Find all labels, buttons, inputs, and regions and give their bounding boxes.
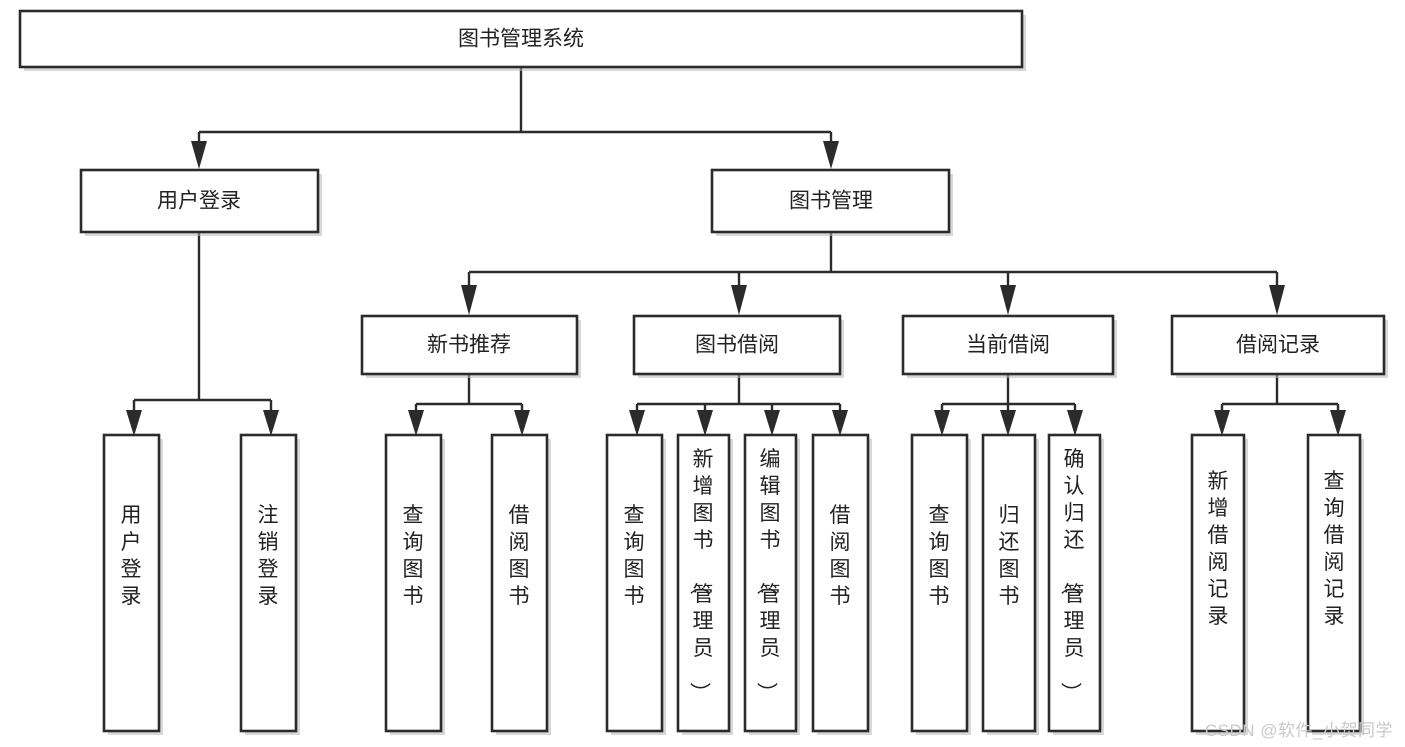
leaf-bb-add-label: 新增图书（管理员） <box>688 448 714 703</box>
leaf-bb-edit-label: 编辑图书（管理员） <box>755 448 781 703</box>
arrow-book-manage <box>823 141 839 169</box>
leaf-br-add[interactable]: 新增借阅记录 <box>1190 433 1248 735</box>
arrow-leaf-user-login <box>126 410 142 436</box>
leaf-br-query[interactable]: 查询借阅记录 <box>1306 433 1364 735</box>
arrow-new-book <box>461 285 477 315</box>
leaf-cb-confirm-label: 确认归还（管理员） <box>1059 448 1085 703</box>
leaf-user-login-label: 用户登录 <box>121 504 142 608</box>
leaf-br-query-label: 查询借阅记录 <box>1324 470 1345 628</box>
leaf-cb-query-label: 查询图书 <box>929 504 950 608</box>
connectors-root-to-level2 <box>191 67 839 169</box>
node-new-book-recommend-label: 新书推荐 <box>427 334 511 357</box>
connectors-current-borrow-to-leaves <box>934 374 1083 436</box>
leaf-bb-add[interactable]: 新增图书（管理员） <box>676 433 733 735</box>
arrow-bb-add <box>697 410 713 436</box>
arrow-newbook-borrow <box>514 410 530 436</box>
arrow-newbook-query <box>408 410 424 436</box>
arrow-cb-confirm <box>1067 410 1083 436</box>
leaf-bb-query[interactable]: 查询图书 <box>605 433 666 735</box>
arrow-cb-return <box>1000 410 1016 436</box>
arrow-borrow-records <box>1269 285 1285 315</box>
leaf-cb-query[interactable]: 查询图书 <box>910 433 971 735</box>
leaf-newbook-borrow-label: 借阅图书 <box>509 504 530 608</box>
leaf-newbook-query-label: 查询图书 <box>403 504 424 608</box>
leaf-newbook-query[interactable]: 查询图书 <box>384 433 445 735</box>
node-book-borrow[interactable]: 图书借阅 <box>632 314 844 378</box>
arrow-current-borrow <box>1000 285 1016 315</box>
connectors-user-login-to-leaves <box>126 232 279 436</box>
arrow-br-add <box>1214 410 1230 436</box>
leaf-bb-borrow[interactable]: 借阅图书 <box>811 433 872 735</box>
connectors-book-manage-to-level3 <box>461 232 1285 315</box>
leaf-bb-query-label: 查询图书 <box>624 504 645 608</box>
leaf-logout[interactable]: 注销登录 <box>239 433 300 735</box>
node-book-manage[interactable]: 图书管理 <box>710 168 953 236</box>
arrow-br-query <box>1330 410 1346 436</box>
node-user-login-label: 用户登录 <box>157 190 241 213</box>
node-new-book-recommend[interactable]: 新书推荐 <box>360 314 581 378</box>
arrow-bb-query <box>629 410 645 436</box>
arrow-bb-borrow <box>832 410 848 436</box>
leaf-logout-label: 注销登录 <box>258 504 279 608</box>
watermark: CSDN @软件_小贺同学 <box>1204 721 1393 740</box>
connectors-new-book-to-leaves <box>408 374 530 436</box>
connectors-borrow-records-to-leaves <box>1214 374 1346 436</box>
node-book-borrow-label: 图书借阅 <box>695 334 779 357</box>
arrow-user-login <box>191 141 207 169</box>
leaf-bb-edit[interactable]: 编辑图书（管理员） <box>743 433 800 735</box>
node-root-label: 图书管理系统 <box>458 28 584 51</box>
node-user-login[interactable]: 用户登录 <box>79 168 322 236</box>
connectors-book-borrow-to-leaves <box>629 374 848 436</box>
arrow-leaf-logout <box>263 410 279 436</box>
leaf-cb-confirm[interactable]: 确认归还（管理员） <box>1047 433 1104 735</box>
node-current-borrow-label: 当前借阅 <box>966 334 1050 357</box>
leaf-cb-return-label: 归还图书 <box>999 504 1020 608</box>
leaf-br-add-label: 新增借阅记录 <box>1208 470 1229 628</box>
arrow-book-borrow <box>731 285 747 315</box>
node-borrow-records-label: 借阅记录 <box>1236 334 1320 357</box>
node-current-borrow[interactable]: 当前借阅 <box>901 314 1117 378</box>
node-book-manage-label: 图书管理 <box>789 190 873 213</box>
arrow-cb-query <box>934 410 950 436</box>
leaf-bb-borrow-label: 借阅图书 <box>830 504 851 608</box>
node-root[interactable]: 图书管理系统 <box>18 9 1026 71</box>
leaf-newbook-borrow[interactable]: 借阅图书 <box>490 433 551 735</box>
leaf-cb-return[interactable]: 归还图书 <box>981 433 1039 735</box>
node-borrow-records[interactable]: 借阅记录 <box>1170 314 1388 378</box>
leaf-user-login[interactable]: 用户登录 <box>102 433 163 735</box>
arrow-bb-edit <box>764 410 780 436</box>
